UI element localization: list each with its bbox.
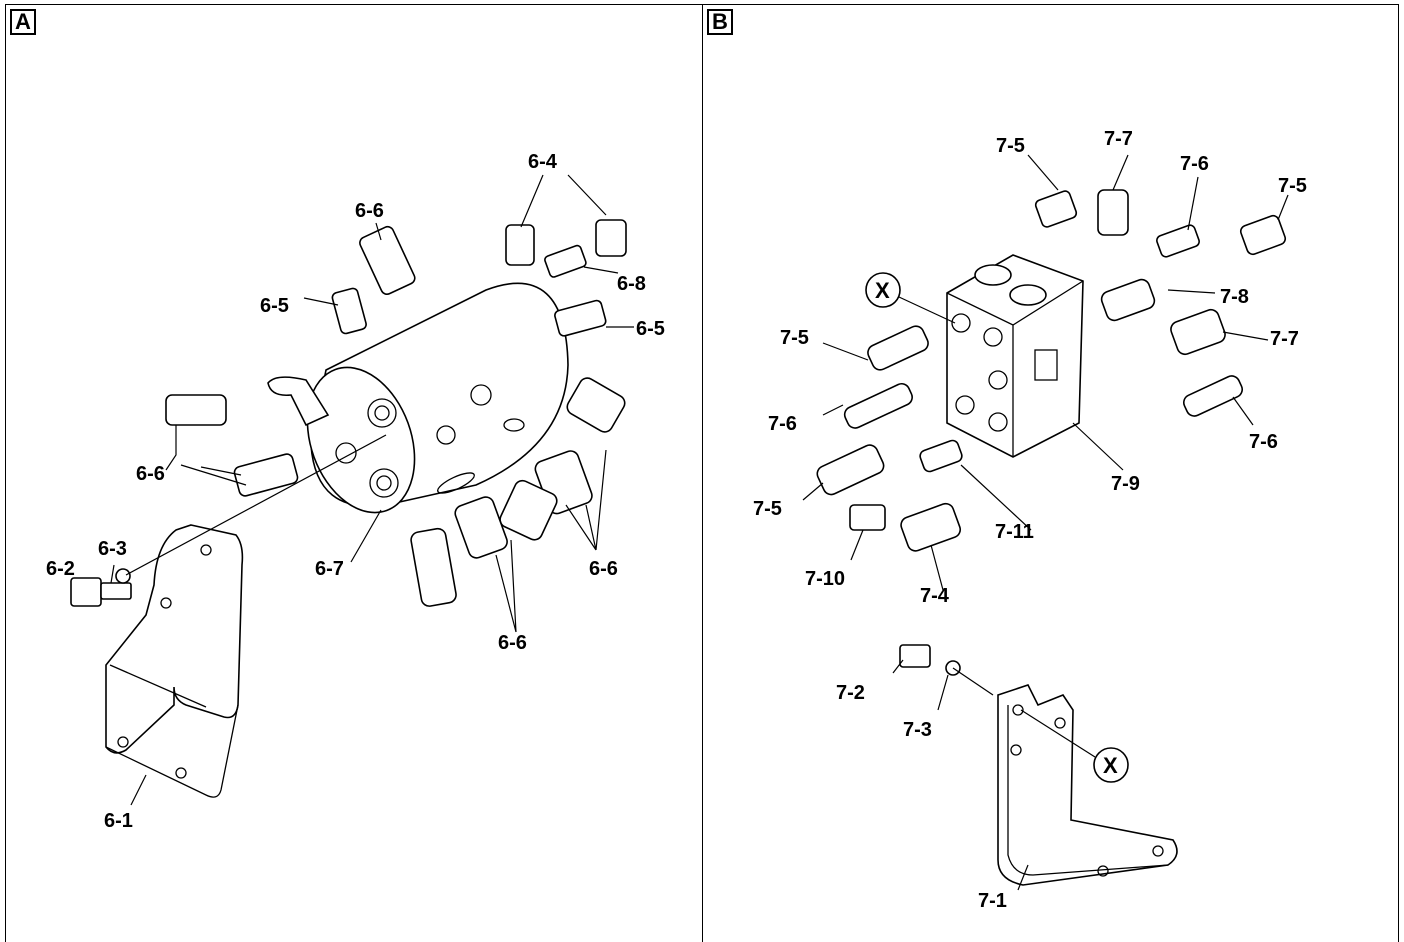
label-7-3: 7-3 bbox=[903, 719, 932, 741]
label-6-6-right: 6-6 bbox=[589, 558, 618, 580]
label-6-5-right: 6-5 bbox=[636, 318, 665, 340]
label-7-8: 7-8 bbox=[1220, 286, 1249, 308]
label-7-11: 7-11 bbox=[995, 521, 1034, 543]
label-6-2: 6-2 bbox=[46, 558, 75, 580]
label-7-10: 7-10 bbox=[805, 568, 845, 590]
labels-panel-a: 6-4 6-6 6-8 6-5 6-5 6-6 6-2 6-3 6-7 6-6 … bbox=[46, 151, 665, 832]
label-7-9: 7-9 bbox=[1111, 473, 1140, 495]
label-6-8: 6-8 bbox=[617, 273, 646, 295]
label-6-6-top: 6-6 bbox=[355, 200, 384, 222]
label-7-7-right: 7-7 bbox=[1270, 328, 1299, 350]
bracket-6-1 bbox=[105, 524, 244, 798]
label-7-6-top: 7-6 bbox=[1180, 153, 1209, 175]
manifold-block bbox=[946, 254, 1084, 458]
label-6-7: 6-7 bbox=[315, 558, 344, 580]
label-6-4: 6-4 bbox=[528, 151, 558, 173]
x-markers: X X bbox=[865, 272, 1129, 783]
rotary-joint-6-7 bbox=[267, 282, 569, 514]
label-7-4: 7-4 bbox=[920, 585, 950, 607]
fittings-panel-a bbox=[70, 219, 627, 607]
label-7-6-right: 7-6 bbox=[1249, 431, 1278, 453]
label-7-5-top: 7-5 bbox=[996, 135, 1025, 157]
label-7-7-top: 7-7 bbox=[1104, 128, 1133, 150]
label-7-6-left: 7-6 bbox=[768, 413, 797, 435]
label-7-5-topright: 7-5 bbox=[1278, 175, 1307, 197]
label-6-5-left: 6-5 bbox=[260, 295, 289, 317]
label-6-6-bottom: 6-6 bbox=[498, 632, 527, 654]
label-7-1: 7-1 bbox=[978, 890, 1007, 912]
label-7-5-left: 7-5 bbox=[780, 327, 809, 349]
panel-b: B bbox=[702, 4, 1399, 942]
leader-lines-panel-b bbox=[802, 154, 1289, 891]
label-6-6-left: 6-6 bbox=[136, 463, 165, 485]
label-6-1: 6-1 bbox=[104, 810, 133, 832]
panel-b-tag: B bbox=[707, 9, 733, 35]
panel-a-tag: A bbox=[10, 9, 36, 35]
x-marker-top: X bbox=[875, 278, 890, 303]
bracket-7-1 bbox=[997, 684, 1178, 886]
fittings-panel-b bbox=[816, 189, 1287, 676]
x-marker-bottom: X bbox=[1103, 753, 1118, 778]
leader-lines-panel-a bbox=[110, 174, 634, 806]
panel-a-drawing: 6-4 6-6 6-8 6-5 6-5 6-6 6-2 6-3 6-7 6-6 … bbox=[46, 151, 665, 832]
label-7-5-bottom: 7-5 bbox=[753, 498, 782, 520]
label-7-2: 7-2 bbox=[836, 682, 865, 704]
labels-panel-b: 7-5 7-7 7-6 7-5 7-8 7-5 7-7 7-6 7-6 7-9 … bbox=[753, 128, 1307, 912]
panel-b-drawing: X X 7-5 7-7 bbox=[753, 128, 1307, 912]
panel-a: A bbox=[5, 4, 703, 942]
label-6-3: 6-3 bbox=[98, 538, 127, 560]
